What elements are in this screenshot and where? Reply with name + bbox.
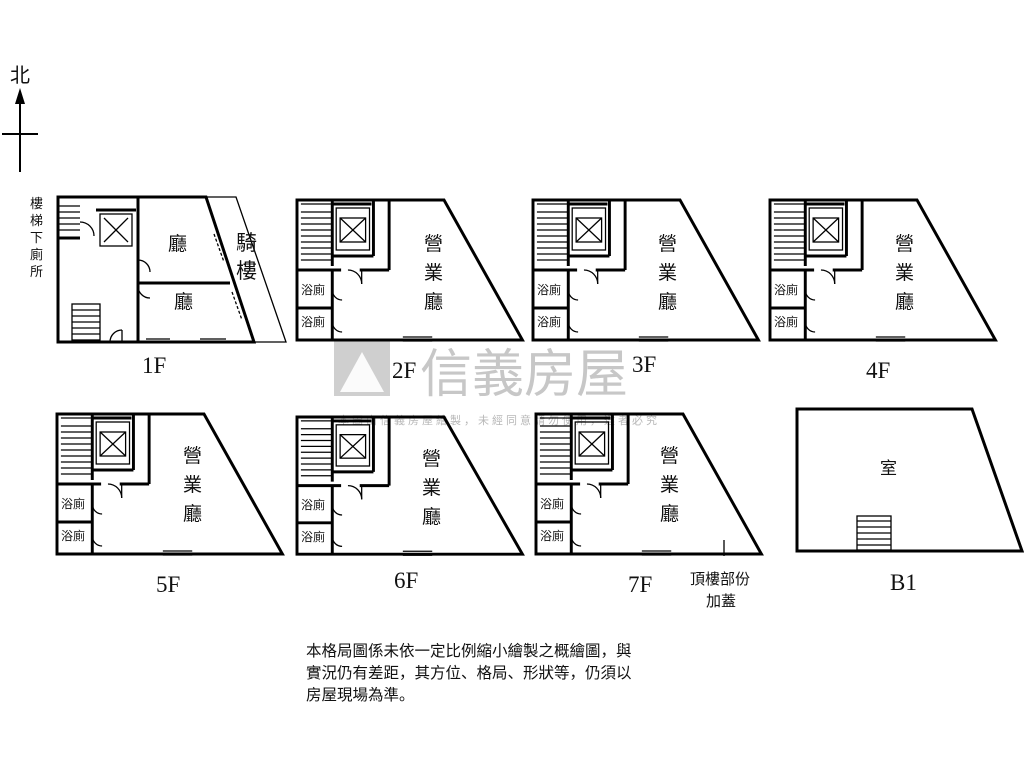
plan-b1: 室 B1 (795, 407, 1024, 595)
room-arcade-char1: 騎 (236, 231, 257, 255)
svg-text:營: 營 (660, 445, 679, 467)
floor-label-3f: 3F (632, 352, 656, 377)
plan-7f: 營 業 廳 浴廁 浴廁 7F 頂樓部份 加蓋 (534, 412, 763, 610)
rooftop-note-line2: 加蓋 (706, 592, 736, 610)
room-bath-2f-a: 浴廁 (301, 282, 325, 297)
plan-3f: 營 業 廳 浴廁 浴廁 3F (531, 198, 760, 377)
svg-text:廁: 廁 (30, 247, 43, 263)
room-business-hall-4f: 營 業 廳 (895, 233, 914, 313)
room-bath-6f-b: 浴廁 (301, 529, 325, 544)
floor-label-5f: 5F (156, 572, 180, 597)
svg-text:廳: 廳 (424, 291, 443, 313)
svg-text:所: 所 (30, 265, 43, 280)
floor-label-7f: 7F (628, 572, 652, 597)
room-bath-6f-a: 浴廁 (301, 497, 325, 512)
svg-text:廳: 廳 (895, 291, 914, 313)
floor-label-6f: 6F (394, 568, 418, 593)
disclaimer-line: 房屋現場為準。 (306, 686, 415, 704)
watermark-logo-icon (334, 340, 390, 396)
room-hall-lower: 廳 (174, 291, 193, 313)
room-b1: 室 (880, 459, 897, 479)
svg-text:業: 業 (658, 262, 677, 284)
svg-text:業: 業 (424, 262, 443, 284)
svg-text:營: 營 (422, 448, 441, 470)
room-bath-4f-a: 浴廁 (774, 282, 798, 297)
room-bath-3f-b: 浴廁 (537, 314, 561, 329)
svg-text:營: 營 (424, 233, 443, 255)
compass: 北 (2, 64, 38, 172)
compass-north-label: 北 (10, 64, 30, 87)
room-arcade-char2: 樓 (236, 259, 257, 283)
room-bath-5f-a: 浴廁 (61, 496, 85, 511)
disclaimer-line: 實況仍有差距，其方位、格局、形狀等，仍須以 (306, 664, 632, 682)
floor-label-1f: 1F (142, 353, 166, 378)
room-bath-7f-b: 浴廁 (540, 528, 564, 543)
room-business-hall-5f: 營 業 廳 (183, 445, 202, 525)
floor-label-4f: 4F (866, 358, 890, 383)
svg-text:營: 營 (895, 233, 914, 255)
room-bath-7f-a: 浴廁 (540, 496, 564, 511)
room-business-hall-3f: 營 業 廳 (658, 233, 677, 313)
floor-label-b1: B1 (890, 570, 917, 595)
svg-text:廳: 廳 (658, 291, 677, 313)
svg-text:廳: 廳 (660, 503, 679, 525)
plan-2f: 營 業 廳 浴廁 浴廁 2F (295, 198, 524, 383)
room-business-hall-7f: 營 業 廳 (660, 445, 679, 525)
room-bath-2f-b: 浴廁 (301, 314, 325, 329)
disclaimer-line: 本格局圖係未依一定比例縮小繪製之概繪圖，與 (306, 642, 632, 660)
svg-text:營: 營 (183, 445, 202, 467)
plan-5f: 營 業 廳 浴廁 浴廁 5F (55, 412, 284, 597)
room-business-hall-6f: 營 業 廳 (422, 448, 441, 528)
svg-text:業: 業 (660, 474, 679, 496)
watermark-brand: 信義房屋 (420, 345, 628, 405)
svg-text:業: 業 (183, 474, 202, 496)
room-stair-toilet-label: 樓 梯 下 廁 所 (30, 197, 43, 280)
room-hall-upper: 廳 (168, 233, 187, 255)
svg-text:樓: 樓 (30, 197, 43, 212)
svg-text:業: 業 (895, 262, 914, 284)
room-bath-3f-a: 浴廁 (537, 282, 561, 297)
room-business-hall-2f: 營 業 廳 (424, 233, 443, 313)
svg-text:廳: 廳 (422, 506, 441, 528)
disclaimer-note: 本格局圖係未依一定比例縮小繪製之概繪圖，與 實況仍有差距，其方位、格局、形狀等，… (306, 640, 726, 706)
room-bath-5f-b: 浴廁 (61, 528, 85, 543)
rooftop-note-line1: 頂樓部份 (690, 570, 750, 588)
svg-text:下: 下 (30, 231, 43, 246)
svg-text:營: 營 (658, 233, 677, 255)
plan-6f: 營 業 廳 浴廁 浴廁 6F (295, 415, 524, 593)
plan-4f: 營 業 廳 浴廁 浴廁 4F (768, 198, 997, 383)
floor-label-2f: 2F (392, 358, 416, 383)
north-arrow-icon (2, 88, 38, 172)
plan-1f: 廳 廳 騎 樓 樓 梯 下 廁 所 1F (30, 195, 287, 378)
svg-text:廳: 廳 (183, 503, 202, 525)
svg-text:梯: 梯 (30, 214, 43, 229)
svg-text:業: 業 (422, 477, 441, 499)
room-bath-4f-b: 浴廁 (774, 314, 798, 329)
watermark: 信義房屋 本圖由信義房屋繪製，未經同意請勿使用，違者必究 (334, 340, 657, 427)
